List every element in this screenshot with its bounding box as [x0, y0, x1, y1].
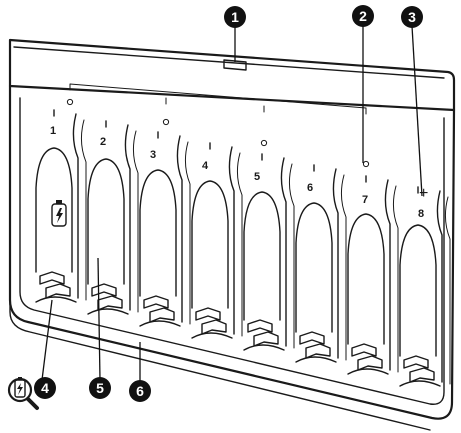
callout-6: 6 — [129, 380, 151, 402]
callout-1: 1 — [224, 6, 246, 28]
battery-bay-6 — [295, 164, 347, 363]
indicator-led-3 — [260, 139, 268, 147]
battery-bay-4 — [191, 142, 243, 339]
callout-3-number: 3 — [408, 9, 416, 25]
callout-5-number: 5 — [96, 380, 104, 396]
indicator-led-2 — [162, 118, 170, 126]
battery-bay-1 — [35, 109, 87, 303]
charger-body — [8, 38, 456, 431]
slot-number-6: 6 — [307, 182, 313, 194]
polarity-plus-mark: + — [419, 185, 428, 202]
slot-number-2: 2 — [100, 136, 106, 148]
slot-numbers: 1 2 3 4 5 6 7 8 — [50, 125, 424, 220]
battery-bay-7 — [347, 175, 399, 375]
callout-2-number: 2 — [359, 8, 367, 24]
slot-number-8: 8 — [418, 208, 424, 220]
indicator-led-4 — [362, 160, 370, 168]
slot-number-1: 1 — [50, 125, 56, 137]
callout-1-number: 1 — [231, 9, 239, 25]
slot-number-4: 4 — [202, 160, 209, 172]
slot-number-3: 3 — [150, 149, 156, 161]
indicator-rail — [66, 83, 370, 168]
battery-bay-5 — [243, 153, 295, 351]
callout-5: 5 — [89, 377, 111, 399]
battery-bay-2 — [87, 120, 139, 315]
leader-line-4 — [41, 299, 53, 381]
callout-3: 3 — [401, 6, 423, 28]
battery-bay-8 — [399, 186, 451, 387]
callout-2: 2 — [352, 5, 374, 27]
callout-6-number: 6 — [136, 383, 144, 399]
battery-bays — [35, 109, 451, 387]
indicator-led-1 — [66, 98, 74, 106]
callout-4: 4 — [34, 377, 56, 399]
leader-lines — [41, 25, 423, 382]
slot-number-5: 5 — [254, 171, 260, 183]
leader-line-3 — [411, 25, 423, 197]
callout-4-number: 4 — [41, 380, 49, 396]
battery-bay-3 — [139, 131, 191, 327]
battery-bolt-icon — [51, 200, 67, 227]
battery-magnifier-icon — [7, 377, 39, 410]
slot-number-7: 7 — [362, 194, 368, 206]
leader-line-5 — [97, 257, 101, 381]
